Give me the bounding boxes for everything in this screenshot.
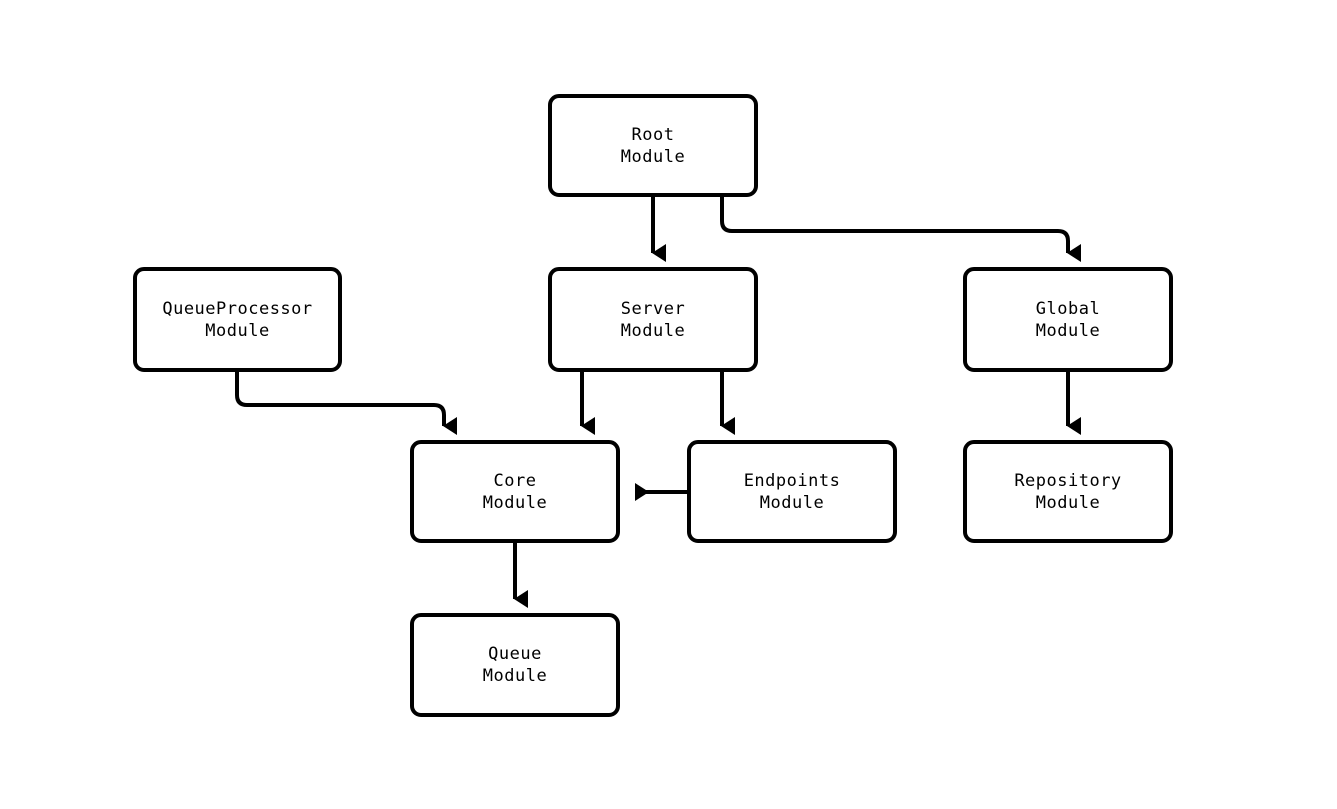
queueprocessor-module-node[interactable]: QueueProcessor Module	[133, 267, 342, 372]
endpoints-module-node[interactable]: Endpoints Module	[687, 440, 897, 543]
edge-queueprocessor-to-core	[235, 372, 457, 435]
root-module-label-line2: Module	[620, 146, 686, 167]
repository-module-node[interactable]: Repository Module	[963, 440, 1173, 543]
global-module-node[interactable]: Global Module	[963, 267, 1173, 372]
core-module-label-line1: Core	[493, 470, 537, 491]
core-module-node[interactable]: Core Module	[410, 440, 620, 543]
repository-module-label-line1: Repository	[1014, 470, 1122, 491]
global-module-label-line2: Module	[1035, 320, 1101, 341]
endpoints-module-label-line2: Module	[759, 492, 825, 513]
root-module-label-line1: Root	[631, 124, 675, 145]
queue-module-node[interactable]: Queue Module	[410, 613, 620, 717]
queueprocessor-module-label-line1: QueueProcessor	[162, 298, 313, 319]
endpoints-module-label-line1: Endpoints	[743, 470, 841, 491]
server-module-label-line2: Module	[620, 320, 686, 341]
server-module-node[interactable]: Server Module	[548, 267, 758, 372]
queue-module-label-line1: Queue	[488, 644, 542, 664]
edge-root-to-global	[720, 197, 1081, 262]
queue-module-label-line2: Module	[482, 666, 548, 686]
queueprocessor-module-label-line2: Module	[205, 320, 270, 341]
core-module-label-line2: Module	[482, 492, 548, 513]
server-module-label-line1: Server	[620, 298, 686, 319]
repository-module-label-line2: Module	[1035, 492, 1101, 513]
root-module-node[interactable]: Root Module	[548, 94, 758, 197]
global-module-label-line1: Global	[1035, 298, 1101, 319]
